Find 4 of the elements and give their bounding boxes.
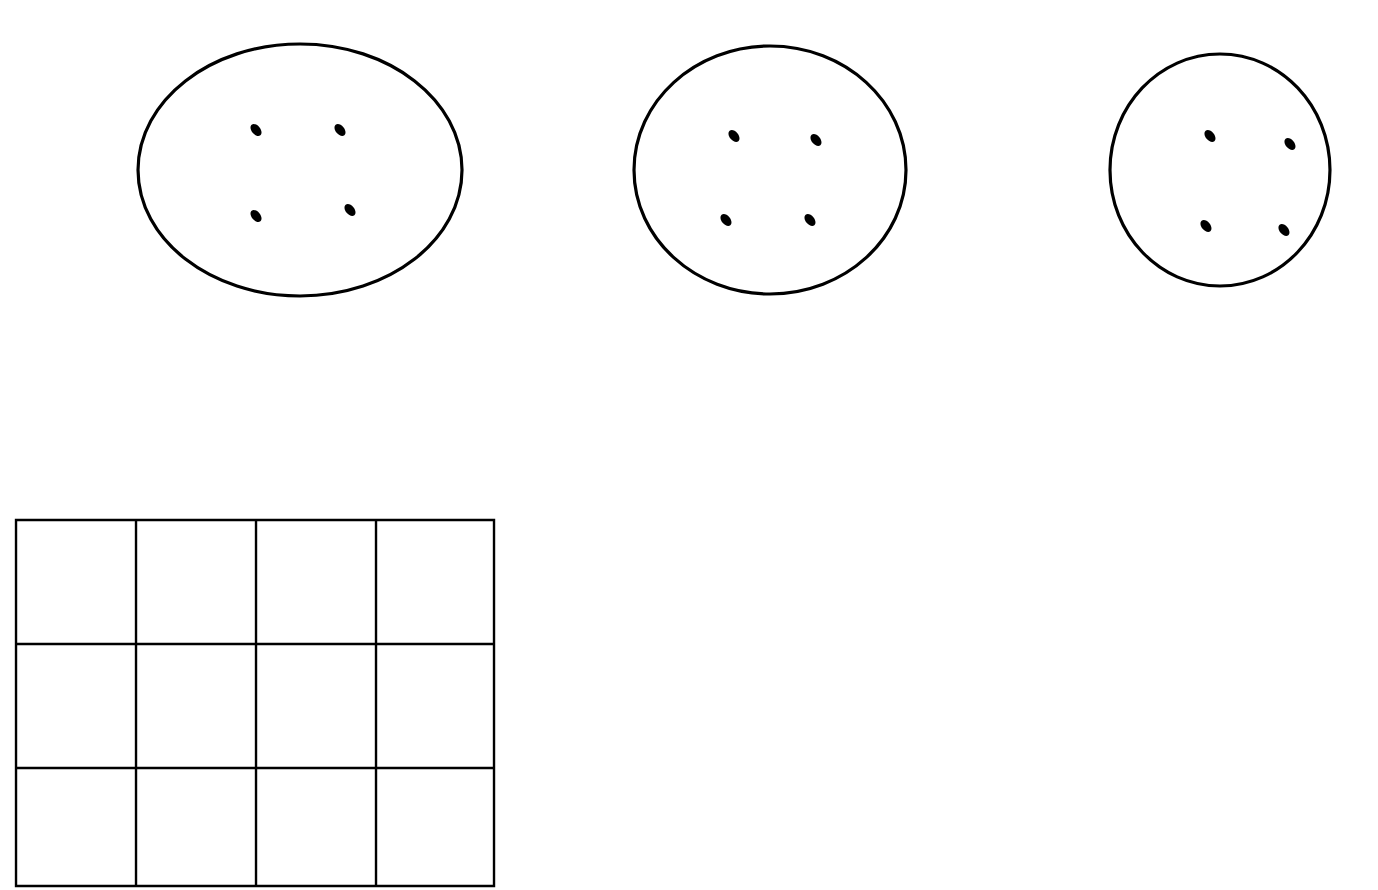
button-drawing (136, 42, 464, 298)
grid-table (14, 518, 496, 888)
button-drawing (632, 44, 908, 296)
button-drawing (1108, 52, 1332, 288)
